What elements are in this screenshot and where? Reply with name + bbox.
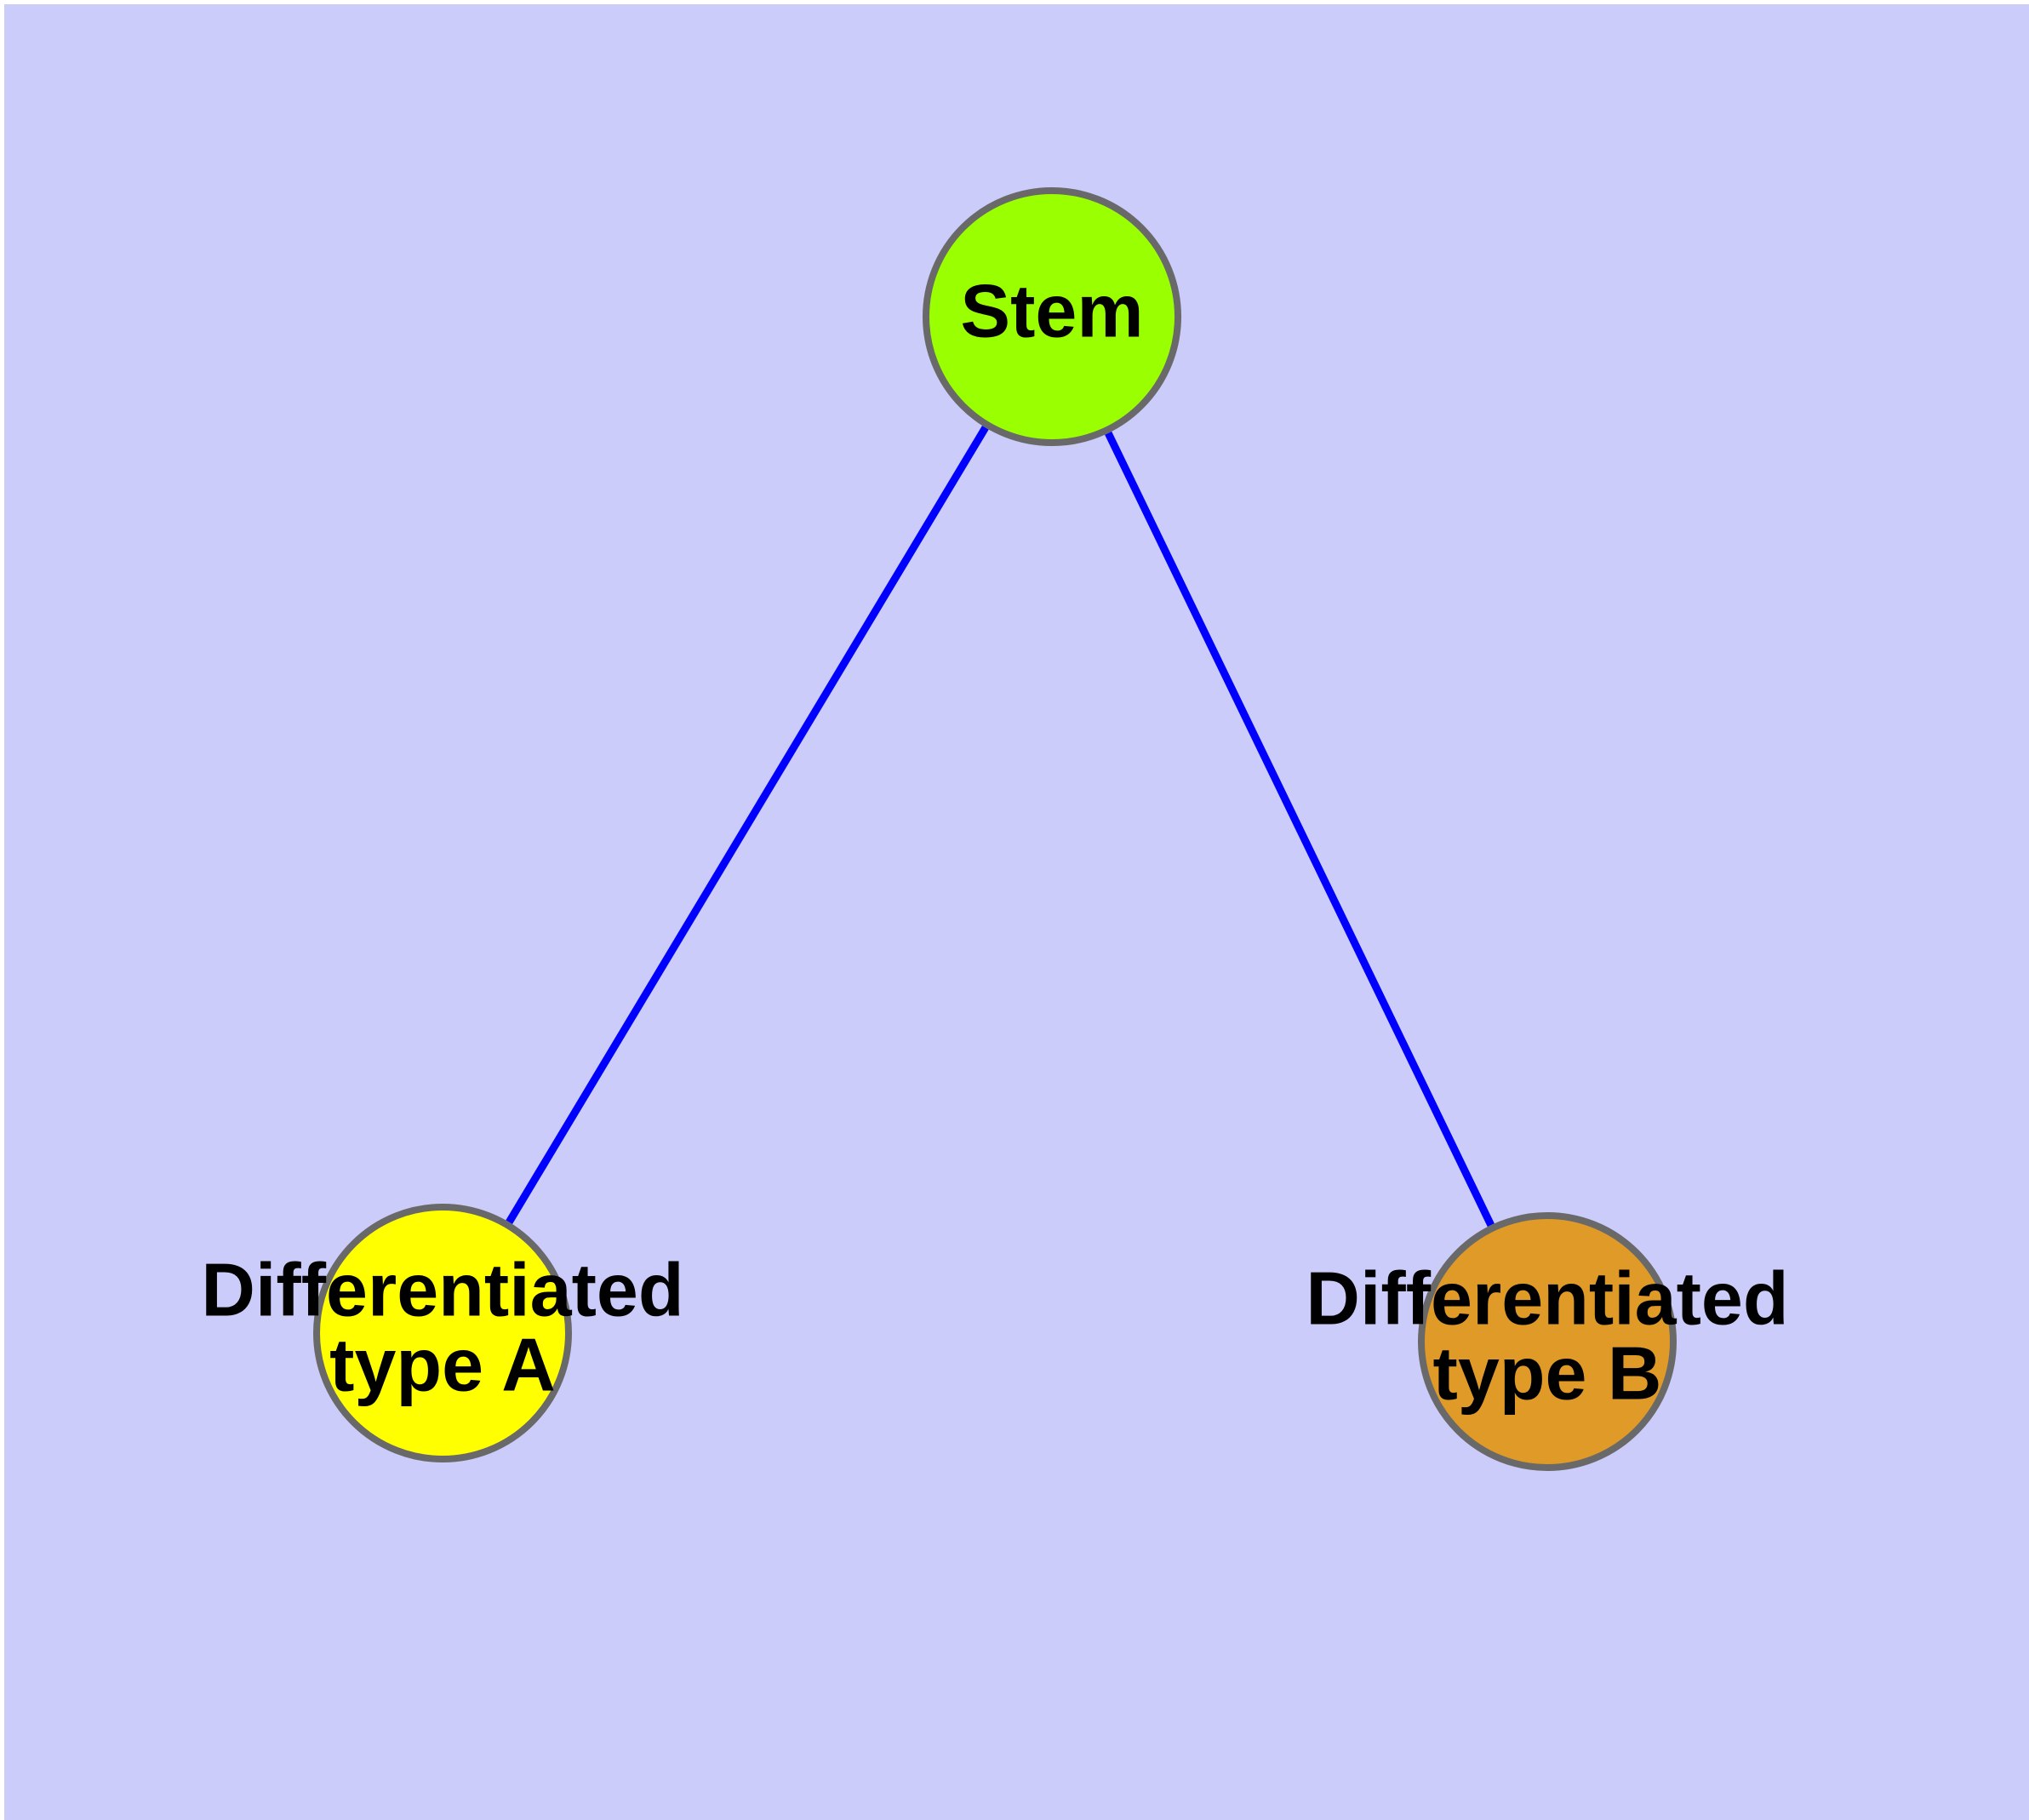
edge-stem-to-differentiated-type-b[interactable] [1105, 431, 1495, 1228]
node-differentiated-type-a[interactable]: Differentiated type A [201, 1204, 684, 1462]
node-differentiated-type-a-label-line2: type A [329, 1322, 556, 1406]
node-differentiated-type-a-label-line1: Differentiated [201, 1247, 683, 1331]
node-stem-label: Stem [960, 268, 1143, 352]
node-differentiated-type-b-label-line1: Differentiated [1306, 1256, 1788, 1340]
edges-layer [506, 426, 1495, 1228]
node-differentiated-type-b-label-line2: type B [1433, 1331, 1662, 1415]
node-differentiated-type-b-circle[interactable] [1418, 1212, 1677, 1471]
node-differentiated-type-b[interactable]: Differentiated type B [1306, 1212, 1789, 1471]
edge-stem-to-differentiated-type-a[interactable] [506, 426, 989, 1224]
node-differentiated-type-a-circle[interactable] [313, 1204, 572, 1462]
nodes-layer: Stem Differentiated type A Differentiate… [201, 187, 1789, 1471]
node-stem-circle[interactable] [923, 187, 1181, 446]
node-stem[interactable]: Stem [923, 187, 1181, 446]
